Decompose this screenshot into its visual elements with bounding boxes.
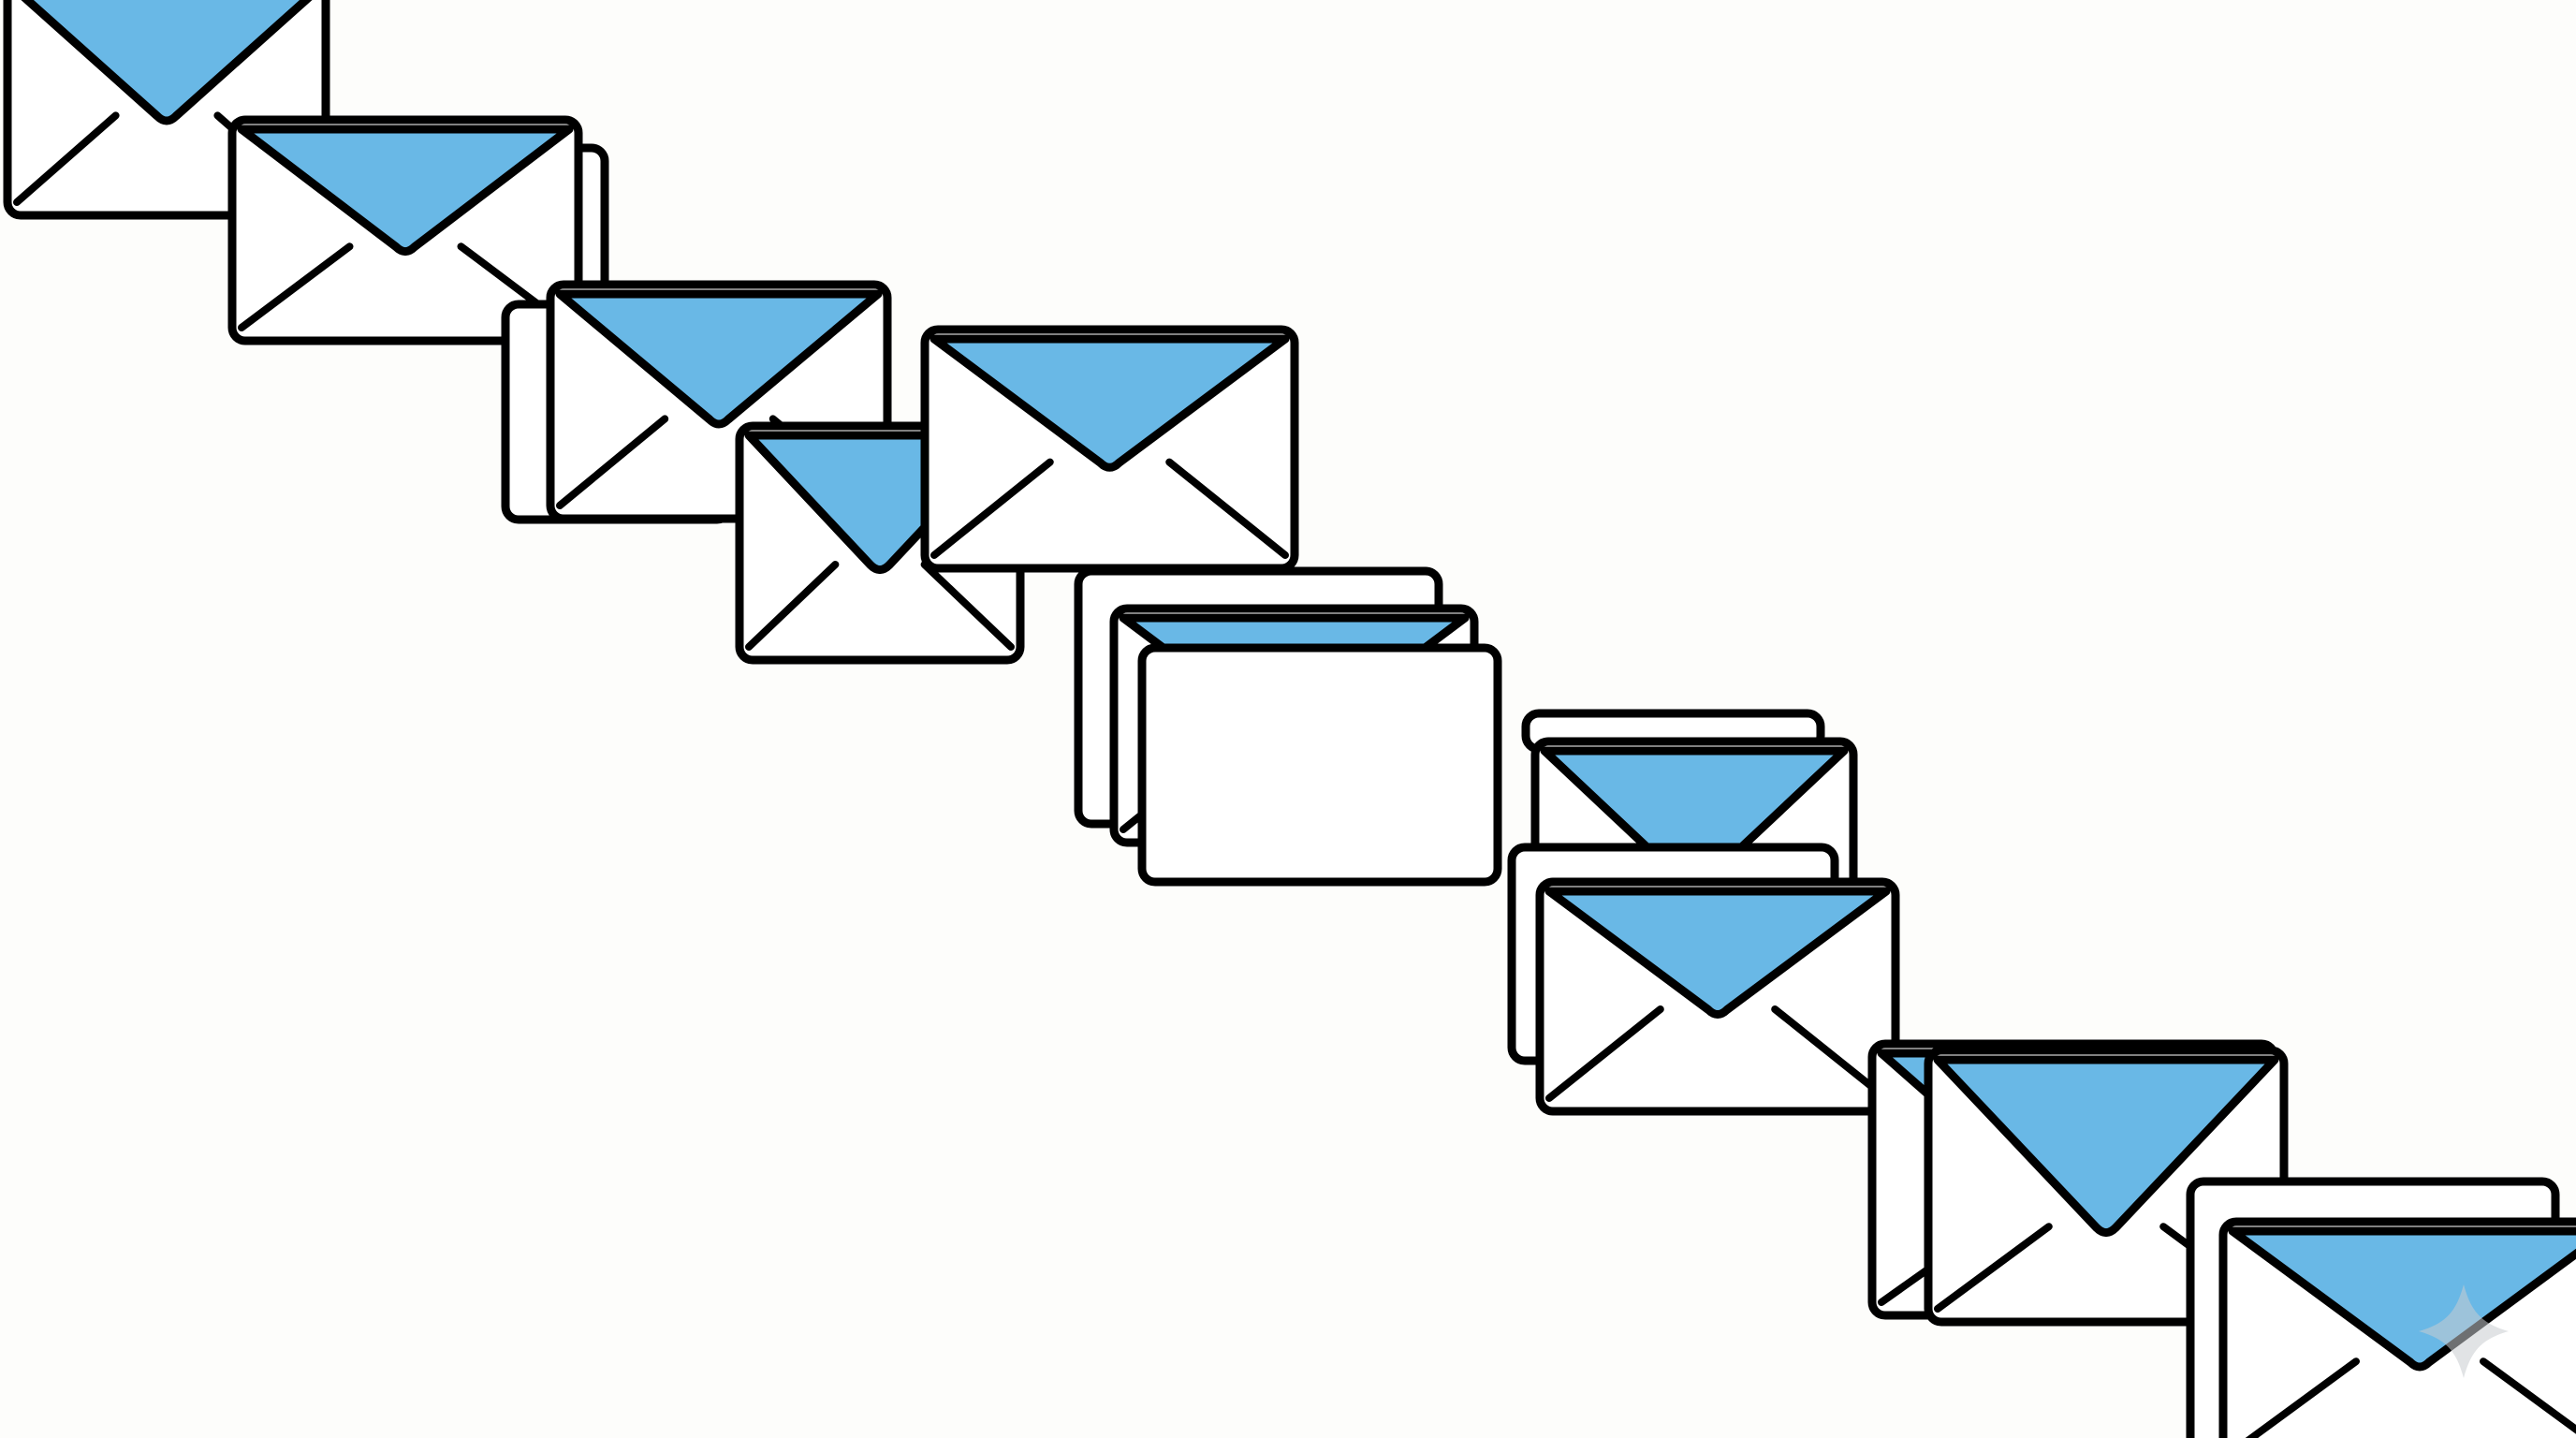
- envelope-fold-line: [13, 111, 120, 206]
- envelope-fold-line: [556, 415, 669, 509]
- envelope-flap: [555, 289, 883, 429]
- envelope-group: [3, 0, 2576, 1438]
- envelope-fold-line: [1545, 1005, 1664, 1102]
- envelope-flap: [1933, 1055, 2279, 1238]
- envelope-fold-line: [2245, 1357, 2360, 1438]
- envelope-icon: [1535, 877, 1900, 1116]
- envelope-fold-line: [238, 242, 354, 331]
- envelope-fold-line: [1771, 1005, 1890, 1102]
- envelope-icon: [1137, 643, 1502, 887]
- envelope-body: [1137, 643, 1502, 887]
- envelope-fold-line: [1934, 1223, 2053, 1313]
- envelope-fold-line: [745, 561, 840, 651]
- envelope-fold-line: [920, 561, 1015, 651]
- envelope-fold-line: [1165, 458, 1289, 559]
- envelope-icon: [920, 325, 1299, 573]
- envelope-fold-line: [930, 458, 1054, 559]
- envelope-flap: [929, 334, 1290, 472]
- sparkle-icon: [2419, 1284, 2509, 1378]
- envelope-flap: [21, 0, 313, 125]
- envelope-flap: [1544, 887, 1891, 1019]
- envelope-fold-line: [2480, 1357, 2576, 1434]
- envelope-flap: [237, 125, 574, 257]
- envelope-flap: [2228, 1226, 2576, 1372]
- envelope-icon: [2218, 1217, 2576, 1438]
